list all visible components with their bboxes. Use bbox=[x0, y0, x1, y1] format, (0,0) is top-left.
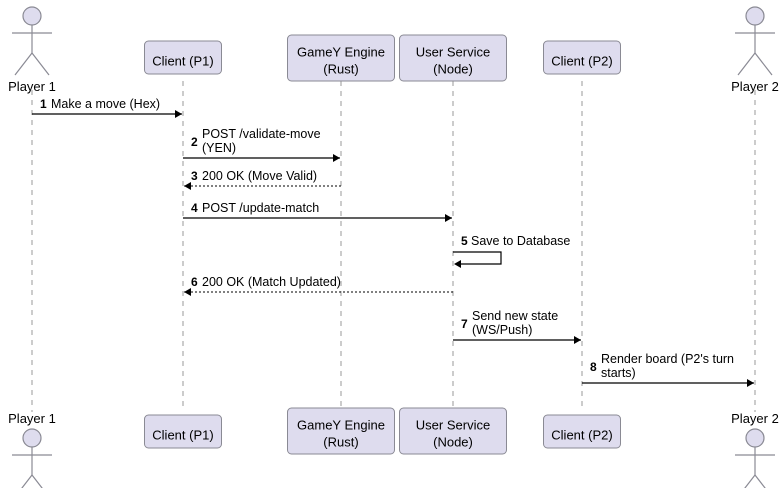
message-number-8: 8 bbox=[590, 360, 597, 374]
participant-rect-client_p2[interactable] bbox=[543, 414, 621, 449]
actor-leg-right bbox=[754, 474, 766, 488]
message-3: 3 200 OK (Move Valid) bbox=[184, 169, 341, 190]
actor-head-icon bbox=[745, 428, 765, 448]
actor-leg-left bbox=[744, 474, 756, 488]
actor-label-player1: Player 1 bbox=[8, 79, 56, 94]
participant-rect-user_service[interactable] bbox=[399, 407, 507, 455]
message-number-5: 5 bbox=[461, 234, 468, 248]
message-number-3: 3 bbox=[191, 169, 198, 183]
actor-head-icon bbox=[22, 6, 42, 26]
participant-label2-game_engine: (Rust) bbox=[323, 61, 358, 76]
actor-head-icon bbox=[745, 6, 765, 26]
participant-rect-game_engine[interactable] bbox=[287, 34, 395, 82]
message-text-3: 200 OK (Move Valid) bbox=[202, 169, 317, 183]
participant-label-client_p2: Client (P2) bbox=[551, 427, 612, 442]
message-7: 7 Send new state(WS/Push) bbox=[453, 309, 581, 344]
message-arrowhead-5 bbox=[454, 260, 461, 268]
participant-label2-game_engine: (Rust) bbox=[323, 434, 358, 449]
participant-rect-game_engine[interactable] bbox=[287, 407, 395, 455]
participant-label-user_service: User Service bbox=[416, 44, 490, 59]
message-text-8: Render board (P2's turn bbox=[601, 352, 734, 366]
participant-box-client_p1[interactable]: Client (P1) bbox=[144, 414, 222, 449]
actor-label-player2: Player 2 bbox=[731, 79, 779, 94]
message-text-2: POST /validate-move bbox=[202, 127, 321, 141]
message-arrowhead-1 bbox=[175, 110, 182, 118]
participant-box-user_service[interactable]: User Service (Node) bbox=[399, 407, 507, 455]
message-arrowhead-2 bbox=[333, 154, 340, 162]
participant-label-game_engine: GameY Engine bbox=[297, 44, 385, 59]
message-text-5: Save to Database bbox=[471, 234, 570, 248]
message-text-6: 200 OK (Match Updated) bbox=[202, 275, 341, 289]
participant-label-client_p1: Client (P1) bbox=[152, 427, 213, 442]
message-text-7: Send new state bbox=[472, 309, 558, 323]
message-line-5 bbox=[453, 251, 502, 265]
actor-leg-right bbox=[754, 52, 773, 76]
participant-rect-client_p1[interactable] bbox=[144, 40, 222, 75]
participant-box-game_engine[interactable]: GameY Engine (Rust) bbox=[287, 34, 395, 82]
message-text2-2: (YEN) bbox=[202, 141, 236, 155]
message-number-7: 7 bbox=[461, 317, 468, 331]
message-text2-7: (WS/Push) bbox=[472, 323, 532, 337]
message-number-6: 6 bbox=[191, 275, 198, 289]
actor-leg-left bbox=[21, 474, 33, 488]
participant-label-game_engine: GameY Engine bbox=[297, 417, 385, 432]
actor-player1: Player 1 bbox=[8, 411, 56, 488]
message-arrowhead-8 bbox=[747, 379, 754, 387]
participant-label-client_p1: Client (P1) bbox=[152, 53, 213, 68]
message-text2-8: starts) bbox=[601, 366, 636, 380]
message-4: 4 POST /update-match bbox=[183, 201, 452, 222]
actor-player2: Player 2 bbox=[731, 411, 779, 488]
message-number-2: 2 bbox=[191, 135, 198, 149]
participant-box-client_p2[interactable]: Client (P2) bbox=[543, 40, 621, 75]
participant-rect-client_p2[interactable] bbox=[543, 40, 621, 75]
actor-player1: Player 1 bbox=[8, 6, 56, 94]
message-arrowhead-6 bbox=[184, 288, 191, 296]
message-1: 1 Make a move (Hex) bbox=[32, 97, 182, 118]
message-number-1: 1 bbox=[40, 97, 47, 111]
message-2: 2 POST /validate-move(YEN) bbox=[183, 127, 340, 162]
message-6: 6 200 OK (Match Updated) bbox=[184, 275, 453, 296]
actor-label-player2: Player 2 bbox=[731, 411, 779, 426]
actor-leg-right bbox=[31, 474, 43, 488]
participant-box-user_service[interactable]: User Service (Node) bbox=[399, 34, 507, 82]
actor-player2: Player 2 bbox=[731, 6, 779, 94]
participant-box-client_p1[interactable]: Client (P1) bbox=[144, 40, 222, 75]
actor-leg-left bbox=[737, 52, 756, 76]
participant-rect-client_p1[interactable] bbox=[144, 414, 222, 449]
actor-leg-left bbox=[14, 52, 33, 76]
actor-head-icon bbox=[22, 428, 42, 448]
participant-box-client_p2[interactable]: Client (P2) bbox=[543, 414, 621, 449]
participant-box-game_engine[interactable]: GameY Engine (Rust) bbox=[287, 407, 395, 455]
participant-label-client_p2: Client (P2) bbox=[551, 53, 612, 68]
message-text-1: Make a move (Hex) bbox=[51, 97, 160, 111]
participant-label2-user_service: (Node) bbox=[433, 434, 473, 449]
message-arrowhead-3 bbox=[184, 182, 191, 190]
message-number-4: 4 bbox=[191, 201, 198, 215]
message-arrowhead-4 bbox=[445, 214, 452, 222]
participant-label2-user_service: (Node) bbox=[433, 61, 473, 76]
actor-label-player1: Player 1 bbox=[8, 411, 56, 426]
participant-label-user_service: User Service bbox=[416, 417, 490, 432]
message-arrowhead-7 bbox=[574, 336, 581, 344]
participant-rect-user_service[interactable] bbox=[399, 34, 507, 82]
message-text-4: POST /update-match bbox=[202, 201, 319, 215]
actor-leg-right bbox=[31, 52, 50, 76]
